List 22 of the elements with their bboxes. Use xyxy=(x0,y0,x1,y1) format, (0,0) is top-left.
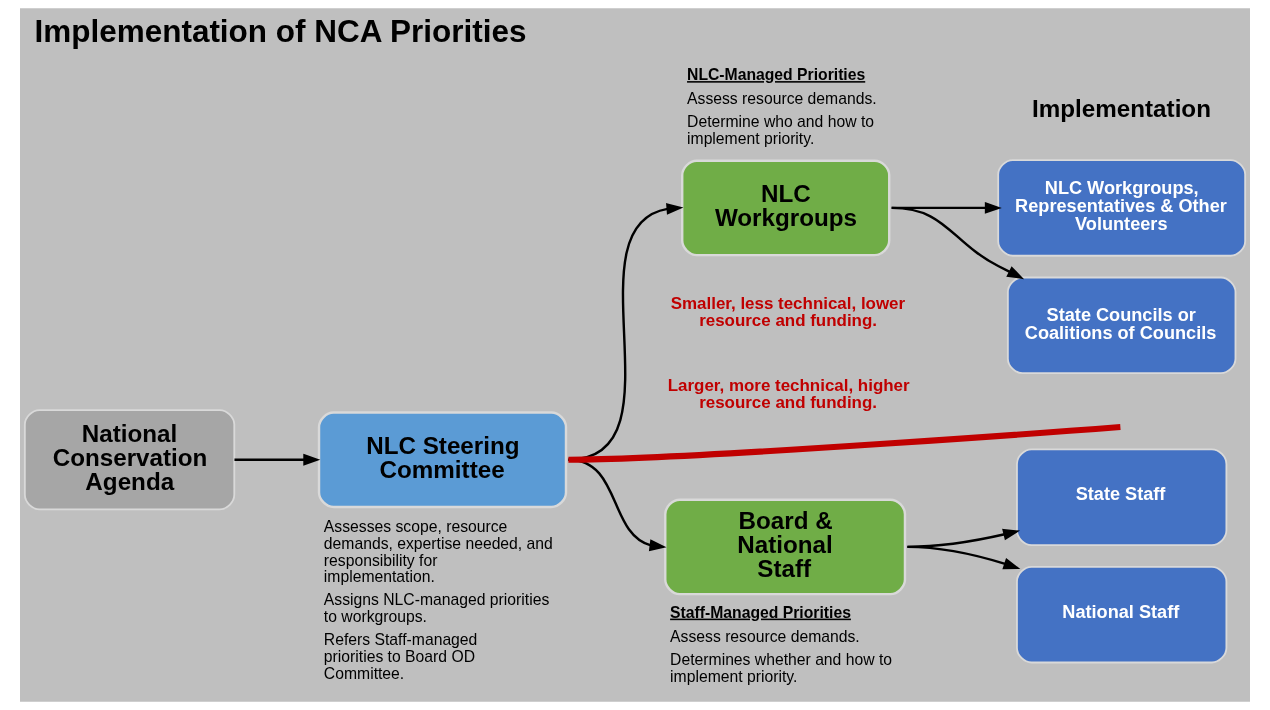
node-label: Refers Staff-managed priorities to Board OD Committee. xyxy=(323,631,478,683)
node-label: Assess resource demands. xyxy=(670,627,860,645)
node-label: Assess resource demands. xyxy=(687,90,877,108)
node-box: National Conservation Agenda xyxy=(23,409,236,511)
connector xyxy=(568,424,1121,463)
arrow xyxy=(234,453,321,466)
node-label: Determine who and how to implement priority. xyxy=(687,113,875,148)
node-box: NLC Workgroups, Representatives & Other Volunteers xyxy=(997,159,1247,257)
node-label: Assesses scope, resource demands, expertise needed, and responsibility for implementation. xyxy=(323,517,553,586)
node-box: National Staff xyxy=(1016,565,1228,664)
label: Larger, more technical, higher resource and funding. xyxy=(667,375,910,412)
diagram-title: Implementation of NCA Priorities xyxy=(34,13,527,49)
arrow xyxy=(907,545,1021,570)
arrow xyxy=(891,206,1025,280)
node-label: NLC-Managed Priorities xyxy=(687,66,866,84)
label: Implementation xyxy=(1032,95,1211,123)
label: Smaller, less technical, lower resource and funding. xyxy=(670,293,906,330)
node-box: State Councils or Coalitions of Councils xyxy=(1006,276,1237,375)
node-label: Determines whether and how to implement priority. xyxy=(670,650,893,685)
node-box: State Staff xyxy=(1016,448,1228,546)
node-label: Staff-Managed Priorities xyxy=(670,603,851,621)
node-label: Assigns NLC-managed priorities to workgroups. xyxy=(323,591,550,626)
